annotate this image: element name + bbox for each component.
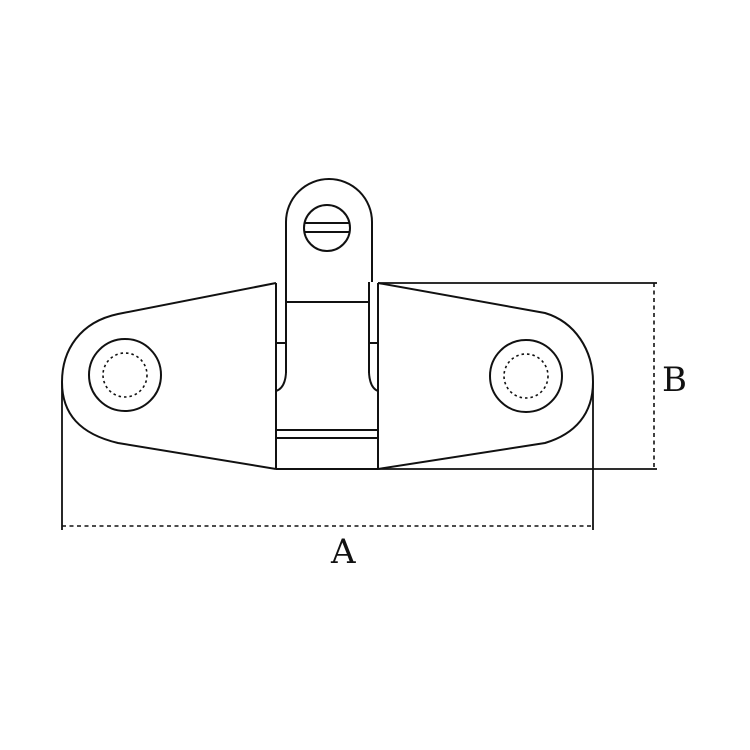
hinge-eye-tab <box>285 178 373 282</box>
pin-screw-head <box>303 204 351 252</box>
dimension-label-b: B <box>662 360 687 400</box>
dimension-b <box>378 282 657 470</box>
right-hole-countersink <box>503 353 549 399</box>
base-right-lobe <box>377 282 594 470</box>
left-mounting-hole <box>88 338 162 412</box>
base-left-lobe <box>61 282 277 470</box>
center-channel <box>275 282 379 470</box>
left-hole-countersink <box>102 352 148 398</box>
dimension-label-a: A <box>331 532 356 572</box>
dimension-a <box>61 382 594 530</box>
right-mounting-hole <box>489 339 563 413</box>
